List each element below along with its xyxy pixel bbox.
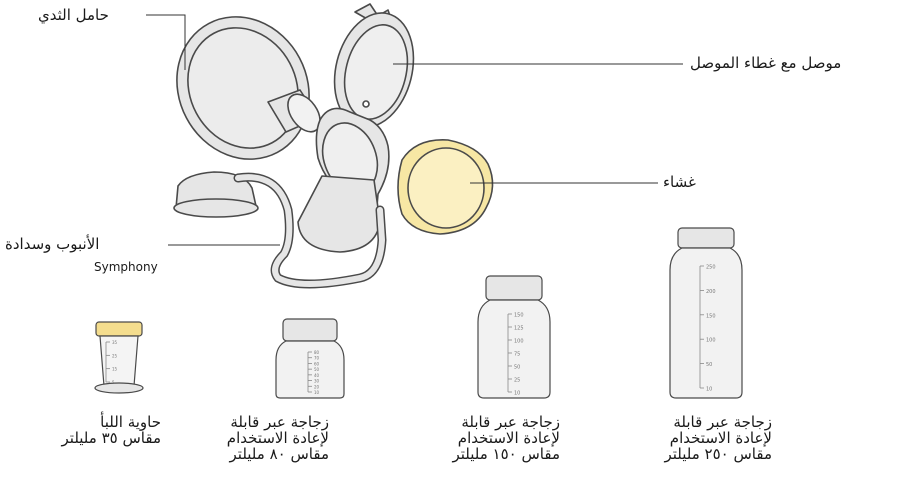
scale-label: 60 <box>314 361 320 366</box>
bottle-150ml-illustration: 150 125 100 75 50 25 10 <box>477 275 551 399</box>
caption-line: مقاس ٢٥٠ مليلتر <box>664 445 772 463</box>
tubing-label: الأنبوب وسدادة <box>5 235 100 253</box>
caption-line: لإعادة الاستخدام <box>669 429 772 447</box>
scale-label: 150 <box>514 313 524 319</box>
scale-label: 5 <box>112 380 115 385</box>
scale-label: 35 <box>112 340 118 345</box>
scale-label: 150 <box>706 313 716 319</box>
scale-label: 50 <box>514 365 520 371</box>
membrane-illustration <box>397 139 494 235</box>
scale-label: 25 <box>112 353 118 358</box>
caption-line: حاوية اللبأ <box>100 413 161 431</box>
connector-body-illustration <box>297 107 390 253</box>
caption-line: لإعادة الاستخدام <box>457 429 560 447</box>
scale-label: 200 <box>706 289 716 295</box>
caption-line: لإعادة الاستخدام <box>226 429 329 447</box>
scale-label: 10 <box>706 387 712 393</box>
caption-line: مقاس ١٥٠ مليلتر <box>452 445 560 463</box>
caption-line: مقاس ٣٥ مليلتر <box>61 429 161 447</box>
scale-label: 100 <box>514 339 524 345</box>
scale-label: 50 <box>706 362 712 368</box>
scale-label: 15 <box>112 367 118 372</box>
scale-label: 75 <box>514 352 520 358</box>
scale-label: 10 <box>514 391 520 397</box>
scale-label: 80 <box>314 350 320 355</box>
scale-label: 250 <box>706 265 716 271</box>
scale-label: 30 <box>314 379 320 384</box>
caption-line: زجاجة عبر قابلة <box>230 413 329 431</box>
colostrum-container-illustration: 35 25 15 5 <box>94 321 144 394</box>
membrane-label: غشاء <box>663 173 696 191</box>
colostrum-container-caption: حاوية اللبأ مقاس ٣٥ مليلتر <box>62 414 161 446</box>
scale-label: 20 <box>314 384 320 389</box>
scale-label: 10 <box>314 390 320 395</box>
bottle-250ml-caption: زجاجة عبر قابلة لإعادة الاستخدام مقاس ٢٥… <box>664 414 772 462</box>
connector-label: موصل مع غطاء الموصل <box>690 54 842 72</box>
caption-line: زجاجة عبر قابلة <box>461 413 560 431</box>
bottle-80ml-caption: زجاجة عبر قابلة لإعادة الاستخدام مقاس ٨٠… <box>227 414 329 462</box>
scale-label: 100 <box>706 338 716 344</box>
scale-label: 25 <box>514 378 520 384</box>
tubing-brand-label: Symphony <box>94 260 158 274</box>
bottle-150ml-caption: زجاجة عبر قابلة لإعادة الاستخدام مقاس ١٥… <box>452 414 560 462</box>
bottle-250ml-illustration: 250 200 150 100 50 10 <box>669 227 743 399</box>
scale-label: 125 <box>514 326 524 332</box>
scale-label: 70 <box>314 356 320 361</box>
breast-shield-leader <box>146 14 186 70</box>
caption-line: مقاس ٨٠ مليلتر <box>229 445 329 463</box>
scale-label: 50 <box>314 367 320 372</box>
breast-shield-illustration <box>176 16 321 160</box>
breast-shield-label: حامل الثدي <box>38 6 109 24</box>
scale-label: 40 <box>314 373 320 378</box>
caption-line: زجاجة عبر قابلة <box>673 413 772 431</box>
